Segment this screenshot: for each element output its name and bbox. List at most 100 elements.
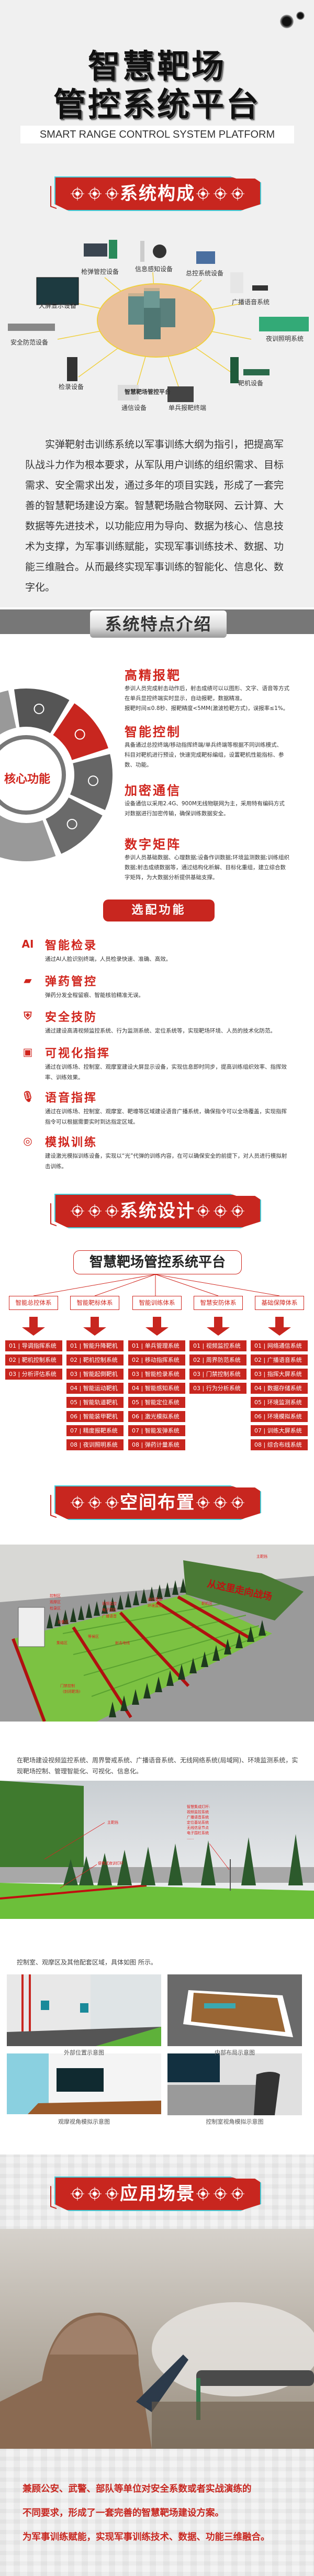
subsystem-item: 03 | 指挥大屏系统 <box>251 1369 308 1380</box>
subsystem-item: 02 | 周界防范系统 <box>189 1354 246 1365</box>
application-text: 不同要求，形成了一套完善的智慧靶场建设方案。 <box>23 2508 224 2518</box>
subsystem-item: 02 | 靶机控制系统 <box>66 1354 124 1365</box>
tree <box>86 1603 92 1618</box>
feature-title: 高精报靶 <box>125 668 181 683</box>
monitor-icon: ▣ <box>23 1046 33 1058</box>
subsystem-item: 01 | 视频监控系统 <box>189 1340 246 1351</box>
tree <box>178 1664 185 1680</box>
soldier-shooting-photo <box>0 2229 314 2449</box>
shield-gear-icon: ⛨ <box>24 1009 32 1022</box>
tree <box>164 1582 171 1597</box>
optional-text: 通过AI人脸识别终端，人员检录快速、准确、高效。 <box>45 956 172 962</box>
device-label: 广播语音系统 <box>232 298 270 306</box>
image-caption: 外部位置示意图 <box>64 2049 104 2056</box>
system-box: 智能训练体系 <box>132 1296 182 1310</box>
subsystem-item: 02 | 靶机控制系统 <box>5 1354 62 1365</box>
device-label: 夜训照明系统 <box>266 335 304 342</box>
image-caption: 观摩视角模拟示意图 <box>58 2118 110 2125</box>
device-label: 单兵报靶终端 <box>169 404 207 412</box>
range-field <box>13 1594 272 1722</box>
tree <box>288 1834 303 1885</box>
crosshair-icon <box>214 187 227 201</box>
section-title: 空间布置 <box>120 1492 195 1513</box>
exterior-view-image <box>7 1974 161 2046</box>
application-text: 兼顾公安、武警、部队等单位对安全系数或者实战演练的 <box>23 2484 252 2494</box>
tree <box>189 1658 197 1673</box>
render-label: 主靶挡 <box>256 1554 267 1559</box>
subsystem-item: 07 | 训练大屏系统 <box>251 1425 308 1436</box>
ai-icon: AI <box>21 938 34 950</box>
crosshair-icon <box>71 2187 84 2201</box>
render-label: 观摩区 <box>50 1600 61 1604</box>
crosshair-icon <box>214 2187 227 2201</box>
feature-text: 科目对靶机进行预设，快速完成靶标编组，设置靶机性能指标、参 <box>125 752 284 758</box>
render-label: 环境监测 <box>148 1603 162 1608</box>
section-title: 应用场景 <box>120 2183 195 2204</box>
render-label: ...... <box>187 1836 194 1840</box>
tree <box>149 1586 155 1601</box>
device-label: 枪弹管控设备 <box>81 268 119 275</box>
tree <box>155 1676 162 1692</box>
render-label: 门禁控制 <box>60 1683 75 1688</box>
system-box: 智能总控体系 <box>9 1296 58 1310</box>
optional-functions-button[interactable]: 选配功能 <box>103 900 215 921</box>
feature-text: 参训人员完成射击动作后，射击成绩可以以图形、文字、语音等方式 <box>125 685 289 692</box>
tree <box>70 1607 76 1622</box>
render-label: 射击地线 <box>115 1640 130 1645</box>
subsystem-item: 01 | 单兵管理系统 <box>128 1340 185 1351</box>
feature-text: 参训人员基础数据、心理数据;设备作训数据;环境监测数据;训练组织 <box>125 854 290 861</box>
tree <box>168 1844 183 1885</box>
intro-paragraph: 实弹靶射击训练系统以军事训练大纲为指引，把提高军队战斗力作为根本要求，从军队用户… <box>25 439 284 593</box>
device-label: 检录设备 <box>59 383 84 391</box>
feature-text: 在单兵显控终端实时显示，自动报靶，数据精准。 <box>125 695 245 702</box>
crosshair-icon <box>231 1496 244 1509</box>
tree <box>212 1645 220 1661</box>
tree <box>133 1591 139 1605</box>
donut-segment <box>0 815 56 861</box>
crosshair-icon <box>105 2187 119 2201</box>
render-label: 集结区 <box>57 1640 68 1645</box>
render-label: 控制区 <box>50 1593 61 1598</box>
feature-title: 智能控制 <box>125 725 181 739</box>
render-label: 视频监控系统 <box>187 1809 209 1814</box>
section-banner-composition: 系统构成 <box>50 176 265 211</box>
device-label: 通信设备 <box>121 404 147 412</box>
tree <box>79 1856 94 1885</box>
system-box: 智能靶标体系 <box>70 1296 119 1310</box>
render-label: 通信基站 <box>148 1597 162 1602</box>
crosshair-icon <box>196 1496 210 1509</box>
tree <box>94 1601 100 1616</box>
tree <box>62 1609 69 1624</box>
device-label: 总控系统设备 <box>186 270 224 277</box>
crosshair-icon <box>231 2187 244 2201</box>
subsystem-item: 05 | 智能轨道靶机 <box>66 1397 124 1408</box>
render-label: 智慧集成灯杆: <box>187 1804 210 1809</box>
subsystem-item: 01 | 导调指挥系统 <box>5 1340 62 1351</box>
tree <box>236 1633 243 1648</box>
render-label: 等候区 <box>88 1634 99 1639</box>
subsystem-item: 05 | 环境监测系统 <box>251 1397 308 1408</box>
arrow-down-icon <box>207 1317 230 1336</box>
optional-text: 通过在训练场、控制室、观摩室建设大屏显示设备，实现信息即时同步，提高训练组织效率… <box>45 1064 287 1081</box>
optional-title: 智能检录 <box>45 939 98 952</box>
feature-text: 报靶时间≤0.8秒、报靶精度<5MM(激波检靶方式)，误报率≤1%。 <box>125 705 289 712</box>
crosshair-icon <box>88 2187 102 2201</box>
subsystem-item: 01 | 智能升降靶机 <box>66 1340 124 1351</box>
tree <box>117 1850 132 1885</box>
donut-segment <box>14 689 70 734</box>
section-banner-layout: 空间布置 <box>50 1485 265 1520</box>
tree <box>180 1578 186 1593</box>
bullet-hole-icon <box>296 12 305 20</box>
layout-text-1: 在靶场建设视频监控系统、周界警戒系统、广播语音系统、无线网络系统(局域网)、环境… <box>17 1757 298 1775</box>
render-label: 电子围栏 <box>102 1607 117 1612</box>
render-label: 广播语音 <box>102 1614 117 1618</box>
subsystem-item: 06 | 激光模拟系统 <box>128 1411 185 1422</box>
crosshair-icon <box>71 187 84 201</box>
rifle <box>136 2355 188 2412</box>
tree <box>47 1614 53 1628</box>
feature-text: 数、功能。 <box>125 762 152 768</box>
range-closeup-render: 主靶挡便携式夜训灯杆智慧集成灯杆:视频监控系统广播语音系统定位基站系统无线信息节… <box>0 1781 314 1919</box>
crosshair-icon <box>214 1204 227 1218</box>
microphone-icon: 🎙 <box>21 1090 35 1103</box>
tree <box>117 1595 124 1609</box>
